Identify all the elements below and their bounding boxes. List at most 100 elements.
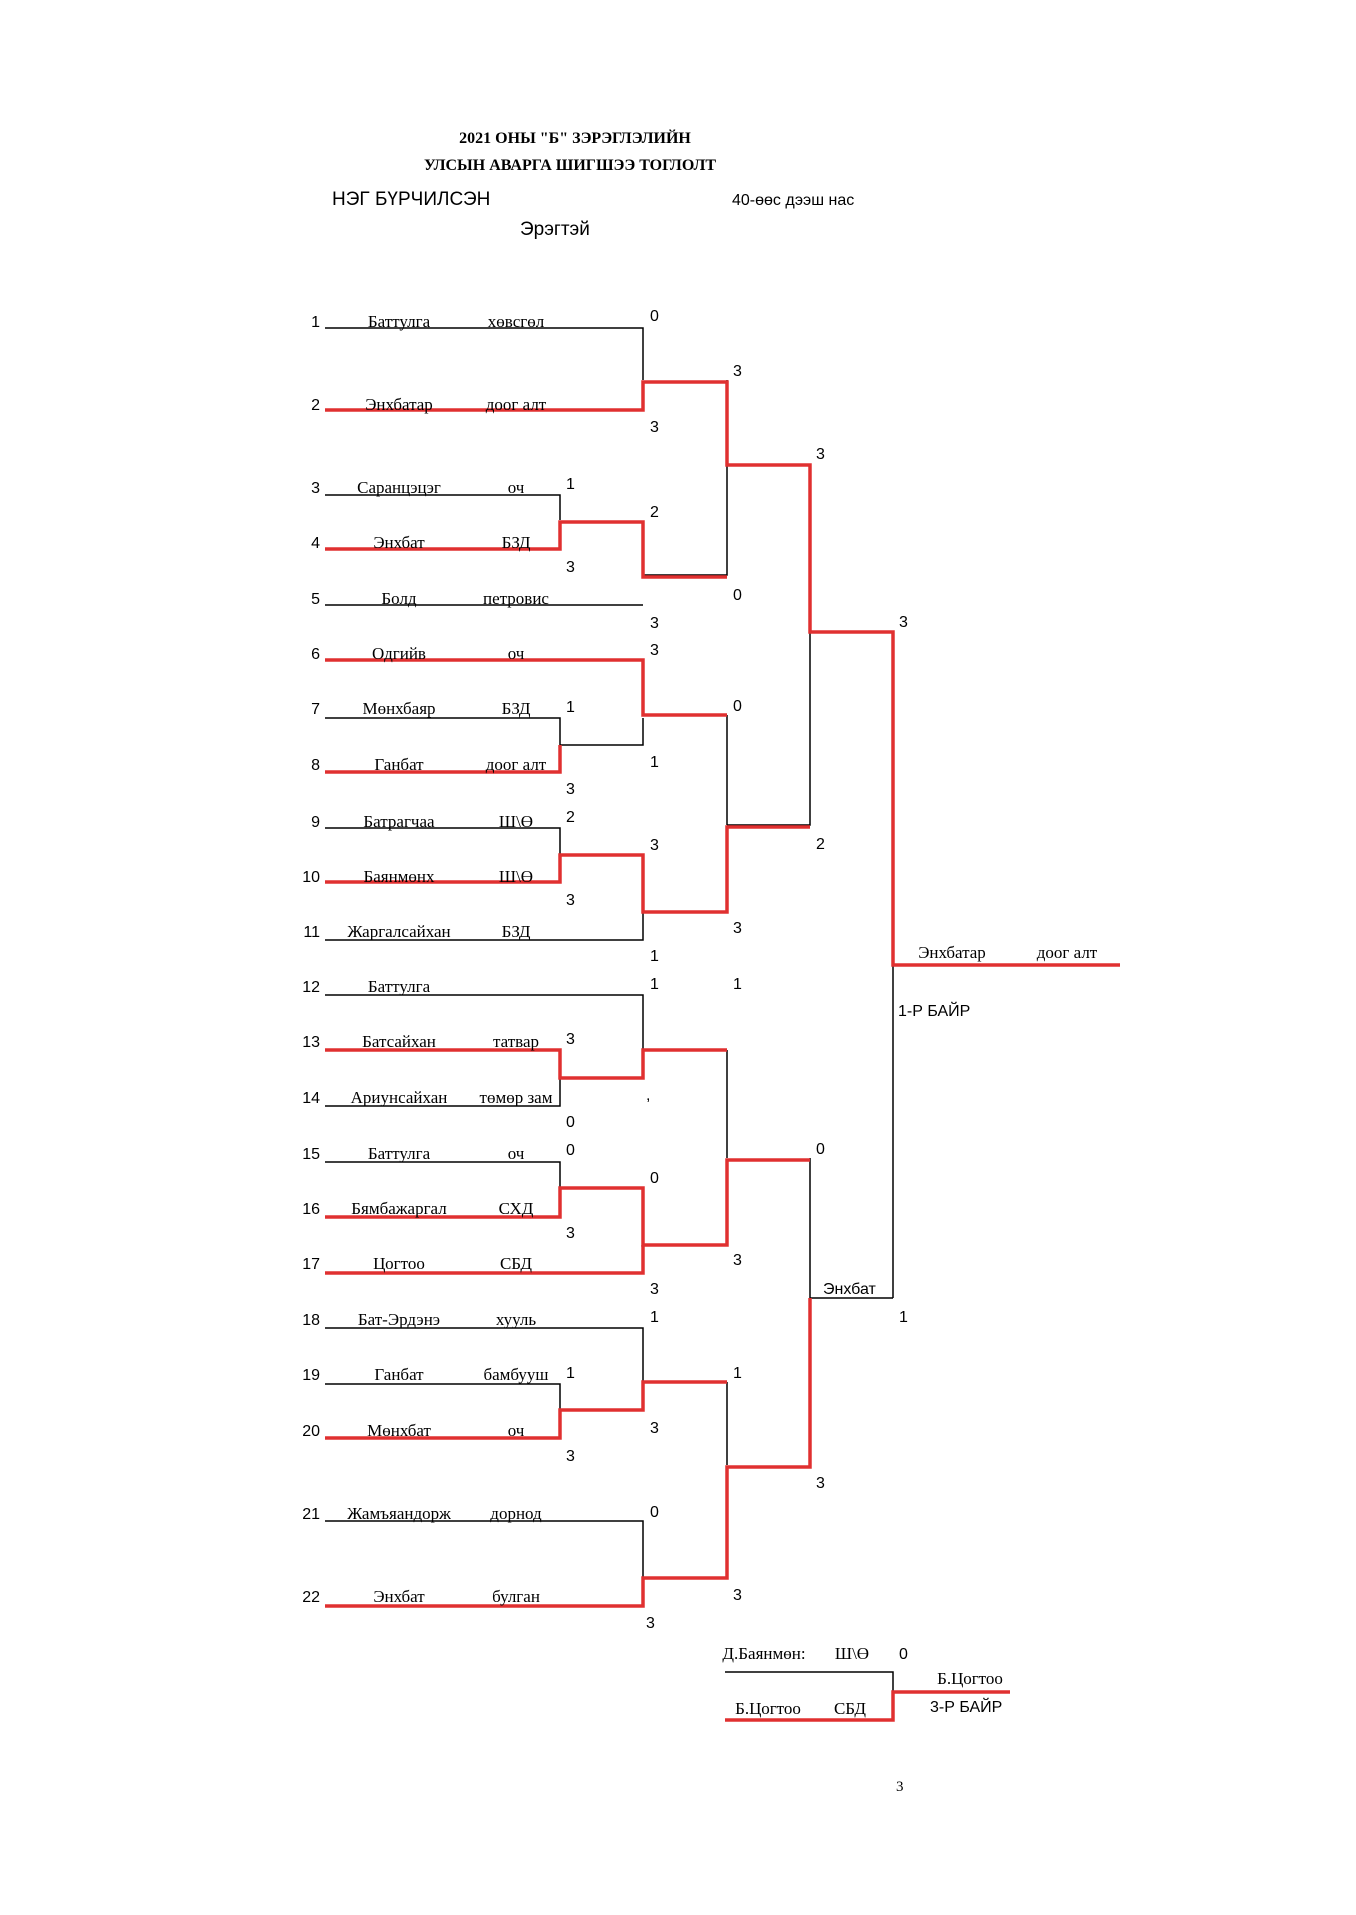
third-place-player2-name: Б.Цогтоо <box>735 1699 801 1718</box>
player-name: Мөнхбаяр <box>362 699 436 718</box>
match-score: 1 <box>650 948 659 965</box>
title-line-2: УЛСЫН АВАРГА ШИГШЭЭ ТОГЛОЛТ <box>423 157 717 174</box>
match-score: 1 <box>650 1309 659 1326</box>
bracket-line <box>727 632 811 826</box>
player-name: Батрагчаа <box>363 812 435 831</box>
player-name: Саранцэцэг <box>357 478 441 497</box>
winner-line <box>325 1380 727 1440</box>
player-name: Батсайхан <box>362 1032 436 1051</box>
player-name: Одгийв <box>372 644 426 663</box>
player-club: СХД <box>498 1199 534 1218</box>
player-club: булган <box>492 1587 540 1606</box>
bracket-line <box>325 1520 644 1578</box>
match-score: 1 <box>650 976 659 993</box>
match-score: 3 <box>650 1420 659 1437</box>
age-category: 40-өөс дээш нас <box>732 192 855 209</box>
bracket-line <box>325 994 644 1050</box>
bracket-line <box>325 1161 561 1188</box>
player-seed: 19 <box>302 1367 320 1384</box>
title-line-1: 2021 ОНЫ "Б" ЗЭРЭГЛЭЛИЙН <box>459 130 691 147</box>
player-seed: 9 <box>311 814 320 831</box>
player-seed: 14 <box>302 1090 320 1107</box>
match-score: 3 <box>899 614 908 631</box>
match-score: 3 <box>816 1475 825 1492</box>
player-name: Мөнхбат <box>367 1421 431 1440</box>
bracket-line <box>325 912 644 941</box>
player-club: оч <box>507 1421 525 1440</box>
match-score: 0 <box>733 698 742 715</box>
match-score: 2 <box>566 809 575 826</box>
player-club: оч <box>507 644 525 663</box>
player-club: доог алт <box>485 395 547 414</box>
player-club: хөвсгөл <box>487 312 545 331</box>
winner-line <box>325 1048 727 1080</box>
match-score: 3 <box>650 419 659 436</box>
match-score: 1 <box>566 476 575 493</box>
player-club: Ш\Ө <box>498 867 534 886</box>
third-place-player2-club: СБД <box>833 1699 867 1718</box>
player-club: дорнод <box>490 1504 542 1523</box>
player-club: БЗД <box>501 922 531 941</box>
match-score: 3 <box>650 642 659 659</box>
final-winner-club: доог алт <box>1036 943 1098 962</box>
match-score: 3 <box>733 363 742 380</box>
match-score: 3 <box>650 837 659 854</box>
player-seed: 3 <box>311 480 320 497</box>
player-name: Баттулга <box>367 312 431 331</box>
match-score: 3 <box>566 781 575 798</box>
player-name: Цогтоо <box>373 1254 425 1273</box>
match-score: 3 <box>816 446 825 463</box>
player-seed: 11 <box>303 924 320 941</box>
player-seed: 2 <box>311 397 320 414</box>
match-score: 1 <box>899 1309 908 1326</box>
winner-line <box>325 825 810 914</box>
gender-category: Эрэгтэй <box>520 219 590 240</box>
player-seed: 18 <box>302 1312 320 1329</box>
bracket-line <box>809 1158 893 1299</box>
match-score: 0 <box>566 1142 575 1159</box>
bracket-line <box>325 717 644 746</box>
page-number: 3 <box>896 1779 904 1795</box>
player-seed: 4 <box>311 535 320 552</box>
match-score: 1 <box>650 754 659 771</box>
winner-line <box>325 1298 812 1608</box>
first-place-label: 1-Р БАЙР <box>898 1003 971 1020</box>
winner-line <box>325 1158 810 1247</box>
match-score: 1 <box>566 1365 575 1382</box>
player-club: Ш\Ө <box>498 812 534 831</box>
match-score: 2 <box>650 504 659 521</box>
match-score: 3 <box>733 1587 742 1604</box>
player-seed: 5 <box>311 591 320 608</box>
third-place-label: 3-Р БАЙР <box>930 1699 1003 1716</box>
player-name: Бат-Эрдэнэ <box>357 1310 441 1329</box>
player-name: Болд <box>381 589 417 608</box>
player-club: СБД <box>499 1254 533 1273</box>
match-score: 3 <box>566 1031 575 1048</box>
third-place-winner: Б.Цогтоо <box>937 1669 1003 1688</box>
third-place-player1-score: 0 <box>899 1646 908 1663</box>
player-name: Ариунсайхан <box>350 1088 448 1107</box>
player-name: Ганбат <box>374 1365 424 1384</box>
match-score: 3 <box>566 1448 575 1465</box>
semifinal-winner-label: Энхбат <box>823 1281 876 1298</box>
player-name: Энхбатар <box>365 395 433 414</box>
player-name: Баттулга <box>367 1144 431 1163</box>
tournament-type: НЭГ БҮРЧИЛСЭН <box>332 189 491 210</box>
bracket-line <box>325 1327 644 1382</box>
match-score: 0 <box>650 308 659 325</box>
player-seed: 6 <box>311 646 320 663</box>
match-score: 0 <box>650 1504 659 1521</box>
player-club: доог алт <box>485 755 547 774</box>
final-winner-name: Энхбатар <box>918 943 986 962</box>
match-score: 0 <box>566 1114 575 1131</box>
bracket-line <box>325 327 644 380</box>
player-name: Ганбат <box>374 755 424 774</box>
player-club: петровис <box>483 589 549 608</box>
winner-line <box>325 658 727 717</box>
match-score: 2 <box>816 836 825 853</box>
third-place-player1-club: Ш\Ө <box>834 1644 870 1663</box>
player-seed: 7 <box>311 701 320 718</box>
player-name: Баянмөнх <box>363 867 435 886</box>
player-club: татвар <box>492 1032 540 1051</box>
